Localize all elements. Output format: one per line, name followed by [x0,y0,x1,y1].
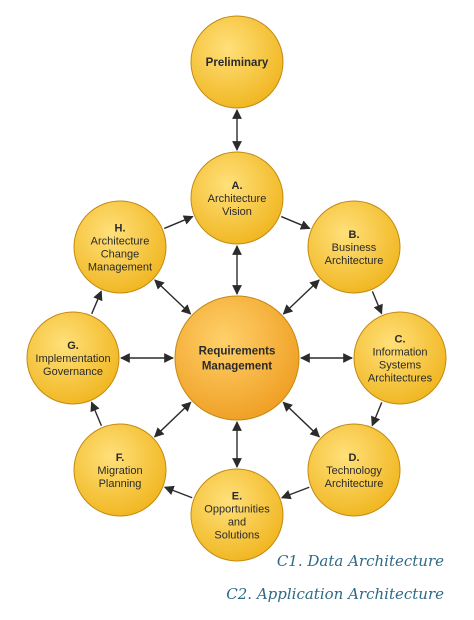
arrow-b-to-c [371,291,383,315]
node-label-line: Change [101,249,140,261]
note-data-architecture: C1. Data Architecture [276,552,444,570]
node-label-line: Migration [97,465,142,477]
arrow-center-d [282,401,321,438]
node-letter: H. [115,223,126,235]
node-preliminary-circle [190,15,284,109]
arrow-center-h [154,279,192,315]
node-opportunities-and-solutions-circle [190,468,284,562]
arrow-g-to-h [91,290,103,315]
node-letter: G. [67,340,79,352]
node-label-line: Architectures [368,373,433,385]
node-architecture-vision-circle [190,151,284,245]
node-letter: B. [349,229,360,241]
node-migration-planning-circle [73,423,167,517]
node-label-line: Preliminary [206,57,269,69]
node-label-line: Governance [43,366,103,378]
node-label-line: Planning [99,478,142,490]
node-letter: D. [349,452,360,464]
connectors [90,109,383,500]
node-business-architecture-circle [307,200,401,294]
node-requirements-management-circle [174,295,300,421]
node-letter: A. [232,180,243,192]
node-label-line: Implementation [35,353,110,365]
arrow-a-to-b [281,215,311,230]
node-label-line: Requirements [199,346,276,358]
node-label-line: Solutions [214,530,260,542]
node-label-line: Technology [326,465,382,477]
node-label-line: and [228,517,246,529]
arrow-h-to-a [164,215,194,230]
node-label-line: Architecture [91,236,150,248]
node-label-line: Architecture [208,193,267,205]
node-label-line: Business [332,242,377,254]
node-architecture-change-management-circle [73,200,167,294]
node-label-line: Management [88,262,152,274]
node-label-line: Architecture [325,478,384,490]
arrow-c-to-d [371,402,383,427]
node-information-systems-architectures-circle [353,311,447,405]
node-label-line: Architecture [325,255,384,267]
arrow-center-b [282,279,320,315]
node-label-line: Management [202,361,272,373]
node-label-line: Vision [222,206,252,218]
node-label-line: Systems [379,360,422,372]
node-label-line: Information [372,347,427,359]
node-letter: F. [116,452,125,464]
node-implementation-governance-circle [26,311,120,405]
arrow-center-f [153,401,192,438]
note-application-architecture: C2. Application Architecture [226,585,444,603]
arrow-e-to-f [163,485,193,499]
node-technology-architecture-circle [307,423,401,517]
arrow-f-to-g [90,401,103,427]
phase-nodes: PreliminaryA.ArchitectureVisionB.Busines… [26,15,447,562]
node-label-line: Opportunities [204,504,270,516]
node-letter: E. [232,491,242,503]
arrow-d-to-e [280,486,310,500]
node-preliminary: Preliminary [190,15,284,109]
node-letter: C. [395,334,406,346]
